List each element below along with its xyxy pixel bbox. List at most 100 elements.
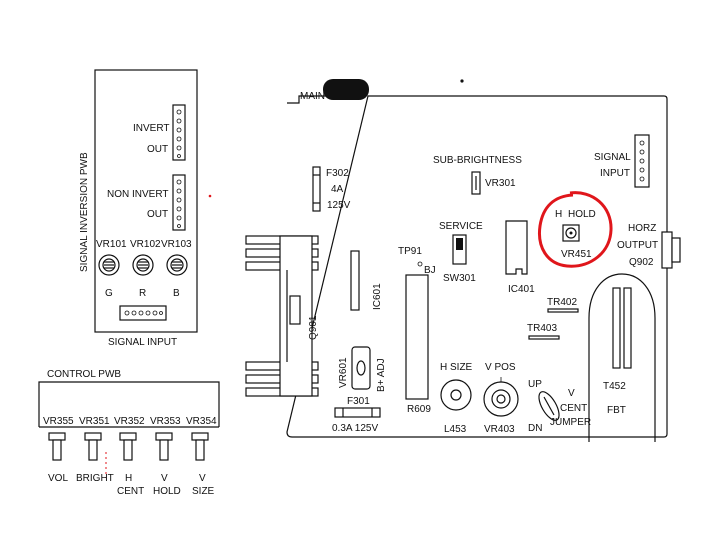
- output-label: OUTPUT: [617, 240, 658, 251]
- q901-transistor-icon: [289, 295, 301, 325]
- v-pos-label: V POS: [485, 362, 516, 373]
- heatsink-icon: [245, 235, 319, 397]
- jumper-label: JUMPER: [550, 417, 591, 428]
- v-size-size-label: SIZE: [192, 486, 215, 497]
- f302-label: F302: [326, 168, 349, 179]
- horz-label: HORZ: [628, 223, 656, 234]
- vr403-pot-icon: [483, 377, 519, 417]
- vr352-label: VR352: [114, 416, 145, 427]
- highlight-circle: [537, 191, 613, 268]
- main-signal-input-connector: [634, 134, 650, 188]
- tr402-icon: [547, 308, 579, 313]
- b-adj-label: B+ ADJ: [376, 358, 387, 392]
- signal-input-label: SIGNAL INPUT: [108, 337, 177, 348]
- v-hold-v-label: V: [161, 473, 168, 484]
- signal-input-connector: [119, 305, 167, 321]
- vr403-label: VR403: [484, 424, 515, 435]
- ic401-label: IC401: [508, 284, 535, 295]
- tp91-label: TP91: [398, 246, 422, 257]
- f301-rating-label: 0.3A 125V: [332, 423, 378, 434]
- tp91-point-icon: [417, 261, 423, 267]
- vr353-slider-icon: [155, 432, 173, 461]
- vr102-pot-icon: [132, 254, 154, 276]
- control-pwb: CONTROL PWB VR355 VR351 VR352 VR353 VR35…: [38, 369, 220, 497]
- vr351-slider-icon: [84, 432, 102, 461]
- r609-resistor-icon: [405, 274, 429, 400]
- vr301-label: VR301: [485, 178, 516, 189]
- f302-fuse-icon: [312, 166, 321, 212]
- main-pwb: MAIN Q901 F302 4A 125V SUB-BRIGHTNESS: [245, 79, 681, 442]
- vr353-label: VR353: [150, 416, 181, 427]
- r-label: R: [139, 288, 146, 299]
- v-hold-hold-label: HOLD: [153, 486, 181, 497]
- h-hold-hold-label: HOLD: [568, 209, 596, 220]
- stray-dot-red: [208, 194, 212, 198]
- vr451-label: VR451: [561, 249, 592, 260]
- invert-out-label: OUT: [147, 144, 168, 155]
- f302-volt-label: 125V: [327, 200, 351, 211]
- tr402-label: TR402: [547, 297, 577, 308]
- control-pwb-title: CONTROL PWB: [47, 369, 121, 380]
- q902-transistor-icon: [661, 231, 681, 269]
- vr354-slider-icon: [191, 432, 209, 461]
- vr103-label: VR103: [161, 239, 192, 250]
- bright-label: BRIGHT: [76, 473, 114, 484]
- vr102-label: VR102: [130, 239, 161, 250]
- b-label: B: [173, 288, 180, 299]
- q902-label: Q902: [629, 257, 654, 268]
- vol-label: VOL: [48, 473, 68, 484]
- non-invert-connector: [172, 174, 186, 231]
- ic601-label: IC601: [372, 283, 383, 310]
- vr601-label: VR601: [338, 357, 349, 388]
- f301-fuse-icon: [334, 407, 381, 418]
- vr451-trimmer-icon: [562, 224, 580, 242]
- f302-amp-label: 4A: [331, 184, 344, 195]
- l453-coil-icon: [440, 379, 472, 411]
- h-hold-h-label: H: [555, 209, 562, 220]
- vr354-label: VR354: [186, 416, 217, 427]
- tr403-icon: [528, 335, 560, 340]
- q901-label: Q901: [308, 315, 319, 340]
- redaction-blob: [323, 79, 369, 100]
- vr101-label: VR101: [96, 239, 127, 250]
- sw301-label: SW301: [443, 273, 476, 284]
- vr301-trimmer-icon: [471, 171, 481, 195]
- f301-label: F301: [347, 396, 370, 407]
- main-input-label: INPUT: [600, 168, 630, 179]
- signal-inversion-board-outline: [94, 69, 198, 333]
- stray-dot-black: [460, 79, 464, 83]
- h-cent-cent-label: CENT: [117, 486, 144, 497]
- dn-label: DN: [528, 423, 542, 434]
- l453-label: L453: [444, 424, 467, 435]
- vr351-label: VR351: [79, 416, 110, 427]
- up-label: UP: [528, 379, 542, 390]
- vr352-slider-icon: [119, 432, 137, 461]
- main-board-outline: [286, 95, 668, 438]
- control-board-outline: [38, 381, 220, 427]
- v-cent-cent-label: CENT: [560, 403, 587, 414]
- ic401-chip-icon: [505, 220, 528, 275]
- invert-connector: [172, 104, 186, 161]
- v-size-v-label: V: [199, 473, 206, 484]
- service-label: SERVICE: [439, 221, 483, 232]
- t452-fbt-icon: [588, 273, 656, 442]
- r609-label: R609: [407, 404, 431, 415]
- h-size-label: H SIZE: [440, 362, 473, 373]
- g-label: G: [105, 288, 113, 299]
- non-invert-label: NON INVERT: [107, 189, 169, 200]
- fbt-label: FBT: [607, 405, 626, 416]
- vr103-pot-icon: [166, 254, 188, 276]
- jumper-icon: [538, 391, 560, 421]
- main-title: MAIN: [300, 91, 325, 102]
- sub-brightness-label: SUB-BRIGHTNESS: [433, 155, 522, 166]
- non-invert-out-label: OUT: [147, 209, 168, 220]
- t452-label: T452: [603, 381, 626, 392]
- invert-label: INVERT: [133, 123, 170, 134]
- main-signal-label: SIGNAL: [594, 152, 631, 163]
- vr101-pot-icon: [98, 254, 120, 276]
- vr355-slider-icon: [48, 432, 66, 461]
- tr403-label: TR403: [527, 323, 557, 334]
- ic601-chip-icon: [350, 250, 360, 311]
- bj-label: BJ: [424, 265, 436, 276]
